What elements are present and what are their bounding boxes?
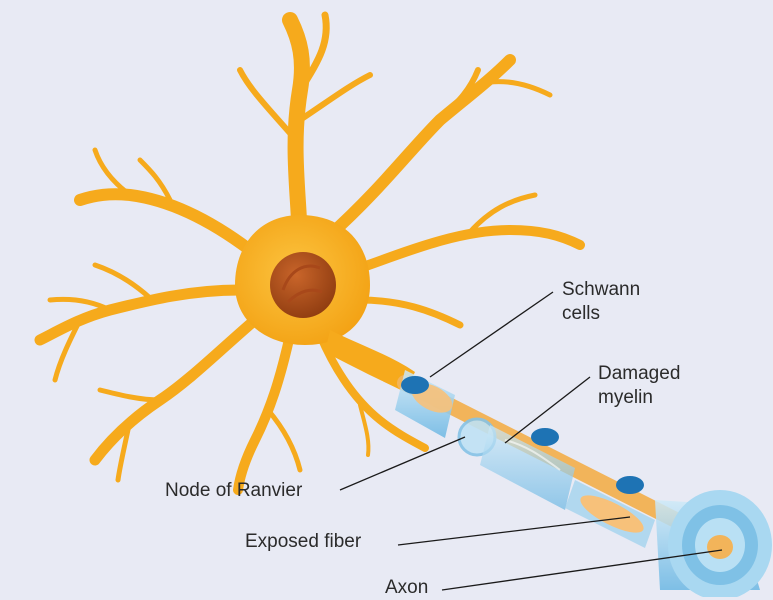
damaged-myelin-label-line1: Damaged	[598, 362, 680, 386]
damaged-myelin-label: Damaged myelin	[598, 362, 680, 410]
schwann-nucleus	[401, 376, 429, 394]
schwann-cells-label: Schwann cells	[562, 278, 640, 326]
node-of-ranvier-label: Node of Ranvier	[165, 479, 302, 503]
schwann-nucleus	[531, 428, 559, 446]
leader-exposed-fiber	[398, 517, 630, 545]
schwann-nucleus	[616, 476, 644, 494]
nucleus	[270, 252, 336, 318]
axon-cross-section	[655, 490, 772, 597]
myelinated-axon	[395, 370, 772, 597]
schwann-label-line2: cells	[562, 302, 640, 326]
schwann-label-line1: Schwann	[562, 278, 640, 302]
leader-node-of-ranvier	[340, 437, 465, 490]
leader-schwann	[430, 292, 553, 377]
axon-label: Axon	[385, 576, 428, 600]
damaged-myelin-label-line2: myelin	[598, 386, 680, 410]
exposed-fiber-label: Exposed fiber	[245, 530, 361, 554]
